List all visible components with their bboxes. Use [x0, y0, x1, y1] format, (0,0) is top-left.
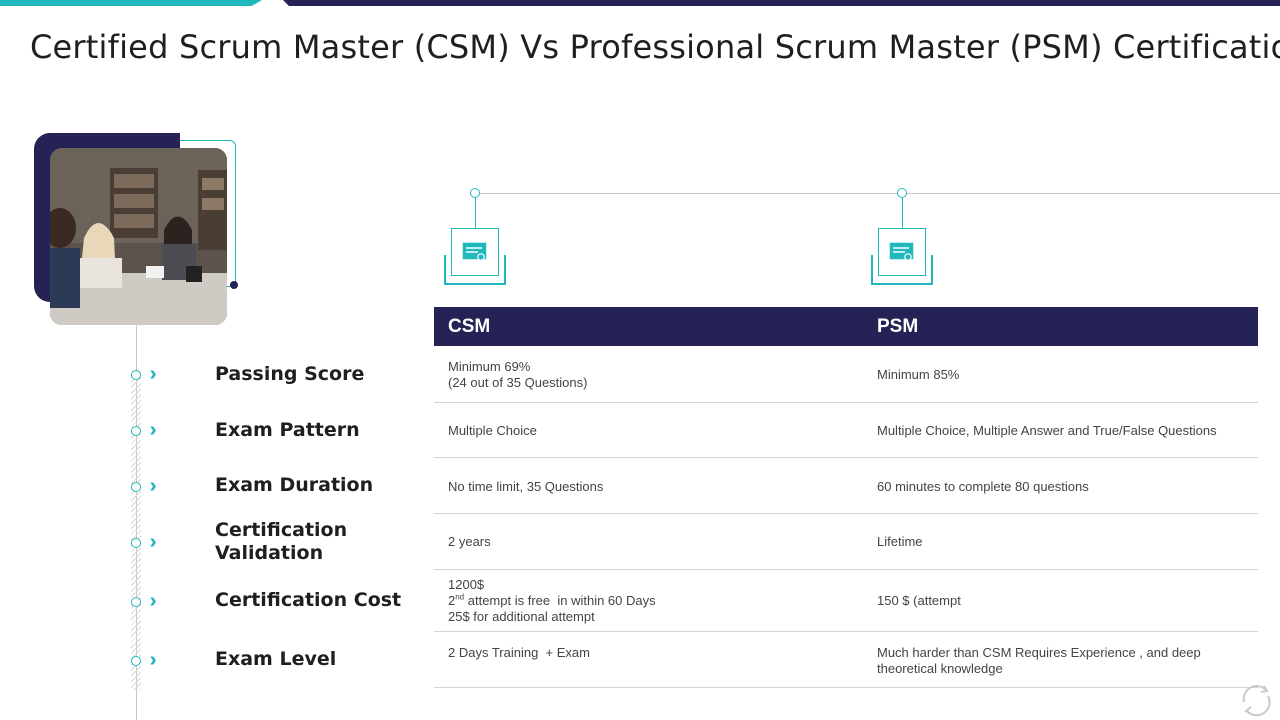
top-accent-bar-teal	[0, 0, 262, 6]
timeline-node	[131, 538, 141, 548]
row-divider	[434, 631, 1258, 632]
cell-psm-exam-duration: 60 minutes to complete 80 questions	[877, 479, 1089, 494]
timeline-node	[131, 370, 141, 380]
meeting-photo-illustration	[50, 148, 227, 325]
row-label: Exam Level	[215, 648, 337, 670]
cost-line-2-suffix: attempt is free in within 60 Days	[464, 593, 656, 608]
photo-accent-dot	[230, 281, 238, 289]
row-divider	[434, 457, 1258, 458]
cost-line-3: 25$ for additional attempt	[448, 609, 595, 624]
cell-csm-certification-cost: 1200$ 2nd attempt is free in within 60 D…	[448, 577, 656, 625]
row-label: Certification Cost	[215, 589, 402, 611]
row-divider	[434, 569, 1258, 570]
cell-psm-exam-level: Much harder than CSM Requires Experience…	[877, 645, 1201, 676]
timeline-node	[131, 597, 141, 607]
cell-csm-exam-pattern: Multiple Choice	[448, 423, 537, 438]
connector-line	[475, 193, 1280, 194]
row-divider	[434, 402, 1258, 403]
cost-line-2: 2nd attempt is free in within 60 Days	[448, 593, 656, 609]
cost-line-2-sup: nd	[455, 592, 465, 602]
certificate-stand	[871, 255, 933, 285]
cell-csm-exam-duration: No time limit, 35 Questions	[448, 479, 604, 494]
cell-csm-exam-level: 2 Days Training + Exam	[448, 645, 590, 660]
page-title: Certified Scrum Master (CSM) Vs Professi…	[30, 28, 1280, 66]
certificate-box	[451, 228, 499, 276]
connector-stem-csm	[475, 197, 476, 228]
connector-stem-psm	[902, 197, 903, 228]
row-label: Passing Score	[215, 363, 365, 385]
row-label: Exam Pattern	[215, 419, 360, 441]
cell-psm-passing-score: Minimum 85%	[877, 367, 960, 382]
row-divider	[434, 687, 1258, 688]
cell-psm-certification-validation: Lifetime	[877, 534, 923, 549]
recycle-logo-icon	[1242, 685, 1271, 717]
cell-csm-passing-score: Minimum 69% (24 out of 35 Questions)	[448, 359, 588, 390]
header-psm: PSM	[877, 316, 919, 337]
row-label: Exam Duration	[215, 474, 374, 496]
meeting-photo	[50, 148, 227, 325]
row-label: Certification Validation	[215, 519, 348, 564]
cost-line-1: 1200$	[448, 577, 485, 592]
timeline-node	[131, 482, 141, 492]
timeline-hatch	[131, 370, 141, 690]
cell-csm-certification-validation: 2 years	[448, 534, 491, 549]
header-csm: CSM	[448, 316, 491, 337]
certificate-box	[878, 228, 926, 276]
top-accent-bar-navy	[283, 0, 1280, 6]
cell-psm-exam-pattern: Multiple Choice, Multiple Answer and Tru…	[877, 423, 1217, 438]
certificate-stand	[444, 255, 506, 285]
timeline-node	[131, 426, 141, 436]
timeline-node	[131, 656, 141, 666]
row-divider	[434, 513, 1258, 514]
cost-line-2-prefix: 2	[448, 593, 456, 608]
table-header: CSM PSM	[434, 307, 1258, 346]
cell-psm-certification-cost: 150 $ (attempt	[877, 593, 961, 608]
